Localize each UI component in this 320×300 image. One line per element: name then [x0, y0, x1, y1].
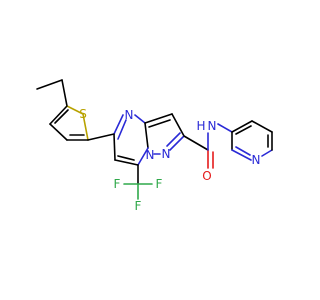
bond-c7-c6-double	[117, 155, 135, 161]
bond-n8-c7	[137, 147, 149, 166]
atom-amide-h: H	[196, 119, 205, 133]
atom-pyridine-n: N	[252, 153, 261, 167]
structure-svg: S N N N N H N O F F F	[36, 79, 273, 213]
bonds-layer	[36, 79, 273, 200]
bond-c3a-c3-double	[148, 119, 171, 128]
bond-py-n-c6	[261, 149, 273, 157]
bond-thiophene-c4-c5	[49, 105, 68, 125]
bond-thiophene-c3-c4	[49, 123, 68, 141]
atom-n4: N	[125, 108, 134, 122]
bond-py-c4-c3-double	[235, 125, 252, 135]
bond-py-c2-n	[231, 149, 252, 161]
bond-nh-pyridine	[217, 123, 233, 133]
bond-thiophene-c5-s	[66, 105, 84, 115]
atom-carbonyl-o: O	[202, 169, 211, 183]
bond-thiophene-c4-c5-double	[54, 109, 69, 124]
atom-f-bottom: F	[135, 199, 142, 213]
bond-py-c4-c3	[231, 120, 253, 133]
atom-n1: N	[162, 147, 171, 161]
bond-c5-n4	[113, 114, 124, 135]
bond-c3-c2	[171, 113, 185, 137]
bond-c2-n1-double	[166, 132, 181, 147]
bond-c5-n4-double	[117, 119, 127, 140]
bond-c2-carbonyl	[183, 135, 209, 151]
bond-c3a-n8	[144, 122, 149, 149]
bond-py-c5-c4	[251, 120, 273, 133]
bond-c3a-c3	[144, 113, 173, 124]
atom-amide-n: N	[208, 119, 217, 133]
molecule-structure-diagram: S N N N N H N O F F F	[36, 79, 273, 213]
bond-py-c2-n-double	[235, 146, 251, 156]
bond-c2-n1	[169, 135, 185, 151]
bond-c7-c6	[114, 159, 139, 166]
atom-f-left: F	[114, 177, 121, 191]
bond-c6-c5	[113, 133, 116, 161]
bond-ethyl-ch3	[36, 79, 63, 90]
atoms-layer: S N N N N H N O F F F	[79, 107, 260, 213]
bond-thiophene-pyrimidine	[87, 133, 115, 141]
bond-n4-c3a	[134, 114, 146, 124]
atom-f-right: F	[156, 177, 163, 191]
bond-ethyl-ch2	[61, 79, 68, 107]
atom-s1: S	[79, 107, 87, 121]
bond-thiophene-s-c2	[82, 113, 89, 141]
atom-n8: N	[146, 148, 155, 162]
